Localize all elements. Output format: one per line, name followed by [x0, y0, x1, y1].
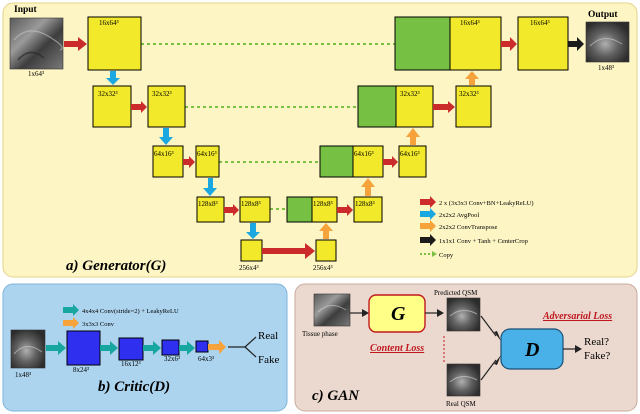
critic-output-branch: [228, 336, 257, 358]
label-e2a: 32x32³: [98, 90, 118, 98]
dec-block-1-out: [517, 16, 569, 71]
enc-block-2a: [92, 85, 132, 128]
critic-legend-conv-arrow: [63, 304, 79, 316]
label-d3u: 64x16³: [400, 150, 420, 158]
real-qsm-label: Real QSM: [446, 400, 477, 408]
dec-block-3-copy: [319, 145, 354, 178]
critic-block-3-size: 32x6³: [164, 355, 180, 363]
critic-arrow-5: [208, 340, 226, 354]
generator-output-label: Output: [588, 10, 618, 20]
transpose-arrows: [319, 71, 479, 239]
critic-caption: b) Critic(D): [98, 379, 170, 395]
dec-block-2-copy: [357, 85, 397, 128]
label-e3b: 64x16³: [197, 150, 217, 158]
legend-final: 1x1x1 Conv + Tanh + CenterCrop: [439, 238, 528, 245]
predicted-qsm-label: Predicted QSM: [434, 289, 478, 297]
critic-block-1-size: 8x24³: [73, 366, 89, 374]
generator-output-size: 1x48³: [598, 64, 614, 72]
label-d3: 64x16³: [354, 150, 374, 158]
tissue-phase-image: [313, 293, 351, 327]
bottleneck-block-1: [240, 239, 263, 262]
dec-block-2u: [455, 85, 492, 128]
legend-pool: 2x2x2 AvgPool: [439, 212, 479, 219]
label-d4: 128x8³: [313, 200, 333, 208]
critic-block-1: [66, 330, 101, 366]
generator-input-label: Input: [14, 5, 38, 15]
enc-block-2b: [147, 85, 186, 128]
label-d1: 16x64³: [460, 19, 480, 27]
generator-input-image: [9, 17, 64, 70]
critic-output-real: Real: [258, 330, 278, 342]
dec-block-4-copy: [286, 196, 313, 223]
gan-arrows-to-d: [480, 315, 497, 381]
tissue-phase-label: Tissue phase: [302, 330, 338, 338]
legend-conv: 2 x (3x3x3 Conv+BN+LeakyReLU): [439, 200, 534, 207]
predicted-qsm-image: [446, 297, 481, 332]
gan-caption: c) GAN: [312, 388, 360, 404]
skip-connections: [141, 43, 395, 210]
generator-legend: 2 x (3x3x3 Conv+BN+LeakyReLU) 2x2x2 AvgP…: [420, 196, 534, 259]
legend-transpose: 2x2x2 ConvTranspose: [439, 224, 498, 231]
content-loss-label: Content Loss: [370, 343, 424, 354]
label-e2b: 32x32³: [152, 90, 172, 98]
critic-block-3: [161, 339, 180, 356]
dec-block-1-copy: [394, 16, 451, 71]
generator-panel: [2, 2, 638, 278]
critic-output-fake: Fake: [258, 354, 280, 366]
g-box-label: G: [391, 303, 406, 325]
d-box-label: D: [524, 339, 539, 361]
generator-input-size: 1x64³: [28, 70, 44, 78]
dec-block-4u: [353, 196, 383, 223]
label-d1o: 16x64³: [530, 19, 550, 27]
critic-arrow-1: [46, 341, 66, 355]
label-b1: 256x4³: [239, 264, 259, 272]
critic-arrow-4: [179, 341, 195, 355]
critic-legend-3x3: 3x3x3 Conv: [82, 321, 115, 328]
generator-caption: a) Generator(G): [66, 258, 166, 274]
critic-legend-3x3-arrow: [63, 317, 79, 329]
critic-block-2: [118, 337, 144, 361]
critic-arrow-2: [100, 341, 118, 355]
real-qsm-image: [446, 363, 481, 397]
critic-input-size: 1x48³: [15, 371, 31, 379]
final-arrow: [568, 37, 584, 51]
pool-arrows: [106, 71, 260, 239]
critic-arrow-3: [143, 341, 161, 355]
enc-block-3b: [195, 145, 220, 178]
label-e1: 16x64³: [99, 19, 119, 27]
critic-legend-conv: 4x4x4 Conv(stride=2) + LeakyReLU: [82, 308, 179, 315]
label-e3a: 64x16³: [154, 150, 174, 158]
label-d2u: 32x32³: [459, 90, 479, 98]
bottleneck-block-2: [315, 239, 337, 262]
legend-copy: Copy: [439, 252, 454, 259]
question-real: Real?: [584, 336, 609, 348]
dec-block-3u: [398, 145, 427, 178]
conv-arrows: [64, 37, 517, 259]
label-b2: 256x4³: [313, 264, 333, 272]
label-e4b: 128x8³: [241, 200, 261, 208]
label-e4a: 128x8³: [198, 200, 218, 208]
generator-output-image: [585, 21, 630, 63]
enc-block-1: [87, 16, 142, 71]
critic-block-4: [195, 340, 209, 353]
critic-block-2-size: 16x12³: [121, 360, 141, 368]
label-d2: 32x32³: [400, 90, 420, 98]
critic-block-4-size: 64x3³: [198, 355, 214, 363]
enc-block-4b: [239, 196, 271, 223]
adversarial-loss-label: Adversarial Loss: [542, 311, 612, 322]
question-fake: Fake?: [584, 350, 610, 362]
critic-input-image: [10, 329, 46, 369]
label-d4u: 128x8³: [355, 200, 375, 208]
